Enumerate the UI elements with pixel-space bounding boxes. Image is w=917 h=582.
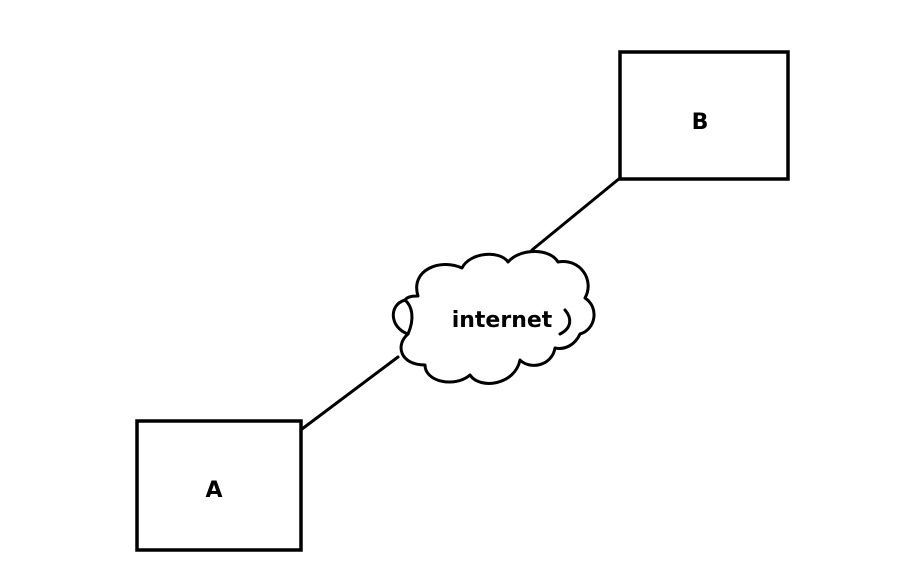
- node-a[interactable]: A: [135, 419, 303, 552]
- node-a-label: A: [205, 478, 222, 503]
- node-a-box: [135, 419, 303, 552]
- link-a-cloud: [296, 355, 400, 434]
- link-cloud-b: [530, 176, 622, 252]
- cloud-curl-right: [558, 308, 572, 336]
- node-b[interactable]: B: [618, 50, 790, 181]
- cloud-label: internet: [452, 308, 553, 333]
- node-b-label: B: [692, 110, 709, 135]
- node-b-box: [618, 50, 790, 181]
- internet-cloud[interactable]: internet: [391, 250, 596, 385]
- cloud-curl-left: [403, 298, 414, 336]
